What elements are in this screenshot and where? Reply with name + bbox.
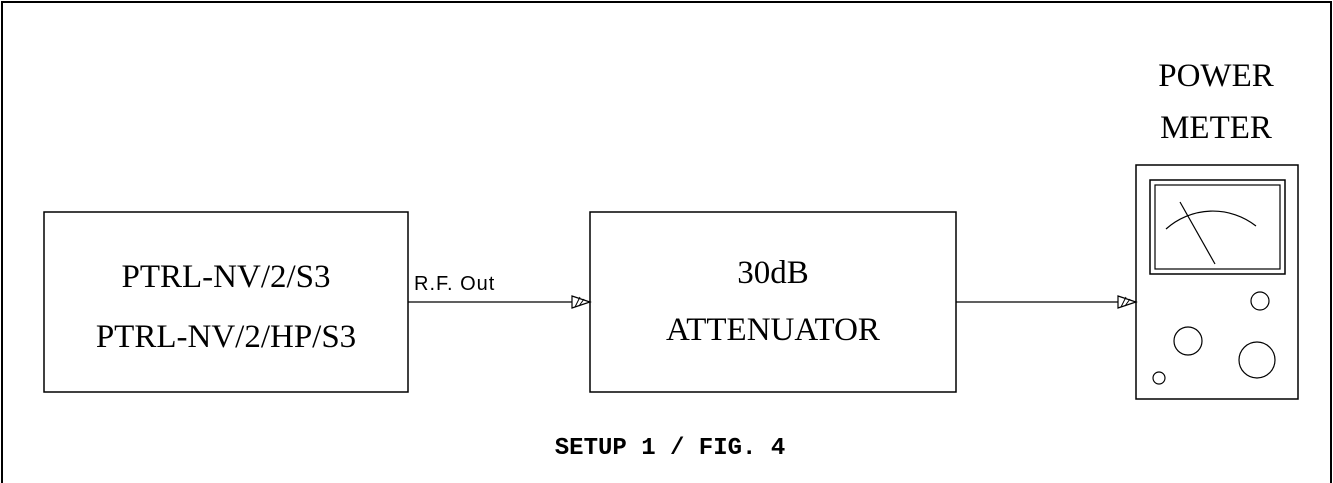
meter-dial-window-inner [1154, 184, 1281, 270]
rf-out-label: R.F. Out [414, 273, 495, 295]
attenuator-name-label: ATTENUATOR [666, 312, 880, 348]
power-meter-title-line-2: METER [1160, 110, 1272, 146]
power-meter-title-line-1: POWER [1158, 58, 1274, 94]
power-meter-instrument [1135, 164, 1299, 400]
meter-dial-window-outer [1149, 179, 1286, 275]
meter-knob-tiny [1152, 371, 1166, 385]
attenuator-value-label: 30dB [737, 255, 809, 291]
source-device-box [43, 211, 409, 393]
meter-knob-medium [1173, 326, 1203, 356]
arrowhead-to-power-meter [1117, 295, 1138, 309]
source-model-line-2: PTRL-NV/2/HP/S3 [96, 319, 356, 355]
meter-knob-small-top [1250, 291, 1270, 311]
meter-needle [1179, 201, 1216, 265]
arrowhead-to-attenuator [571, 295, 592, 309]
meter-scale-arc [1165, 210, 1257, 230]
figure-caption: SETUP 1 / FIG. 4 [555, 435, 785, 462]
meter-knob-large [1238, 341, 1276, 379]
source-model-line-1: PTRL-NV/2/S3 [121, 259, 330, 295]
attenuator-box [589, 211, 957, 393]
power-meter-body [1135, 164, 1299, 400]
